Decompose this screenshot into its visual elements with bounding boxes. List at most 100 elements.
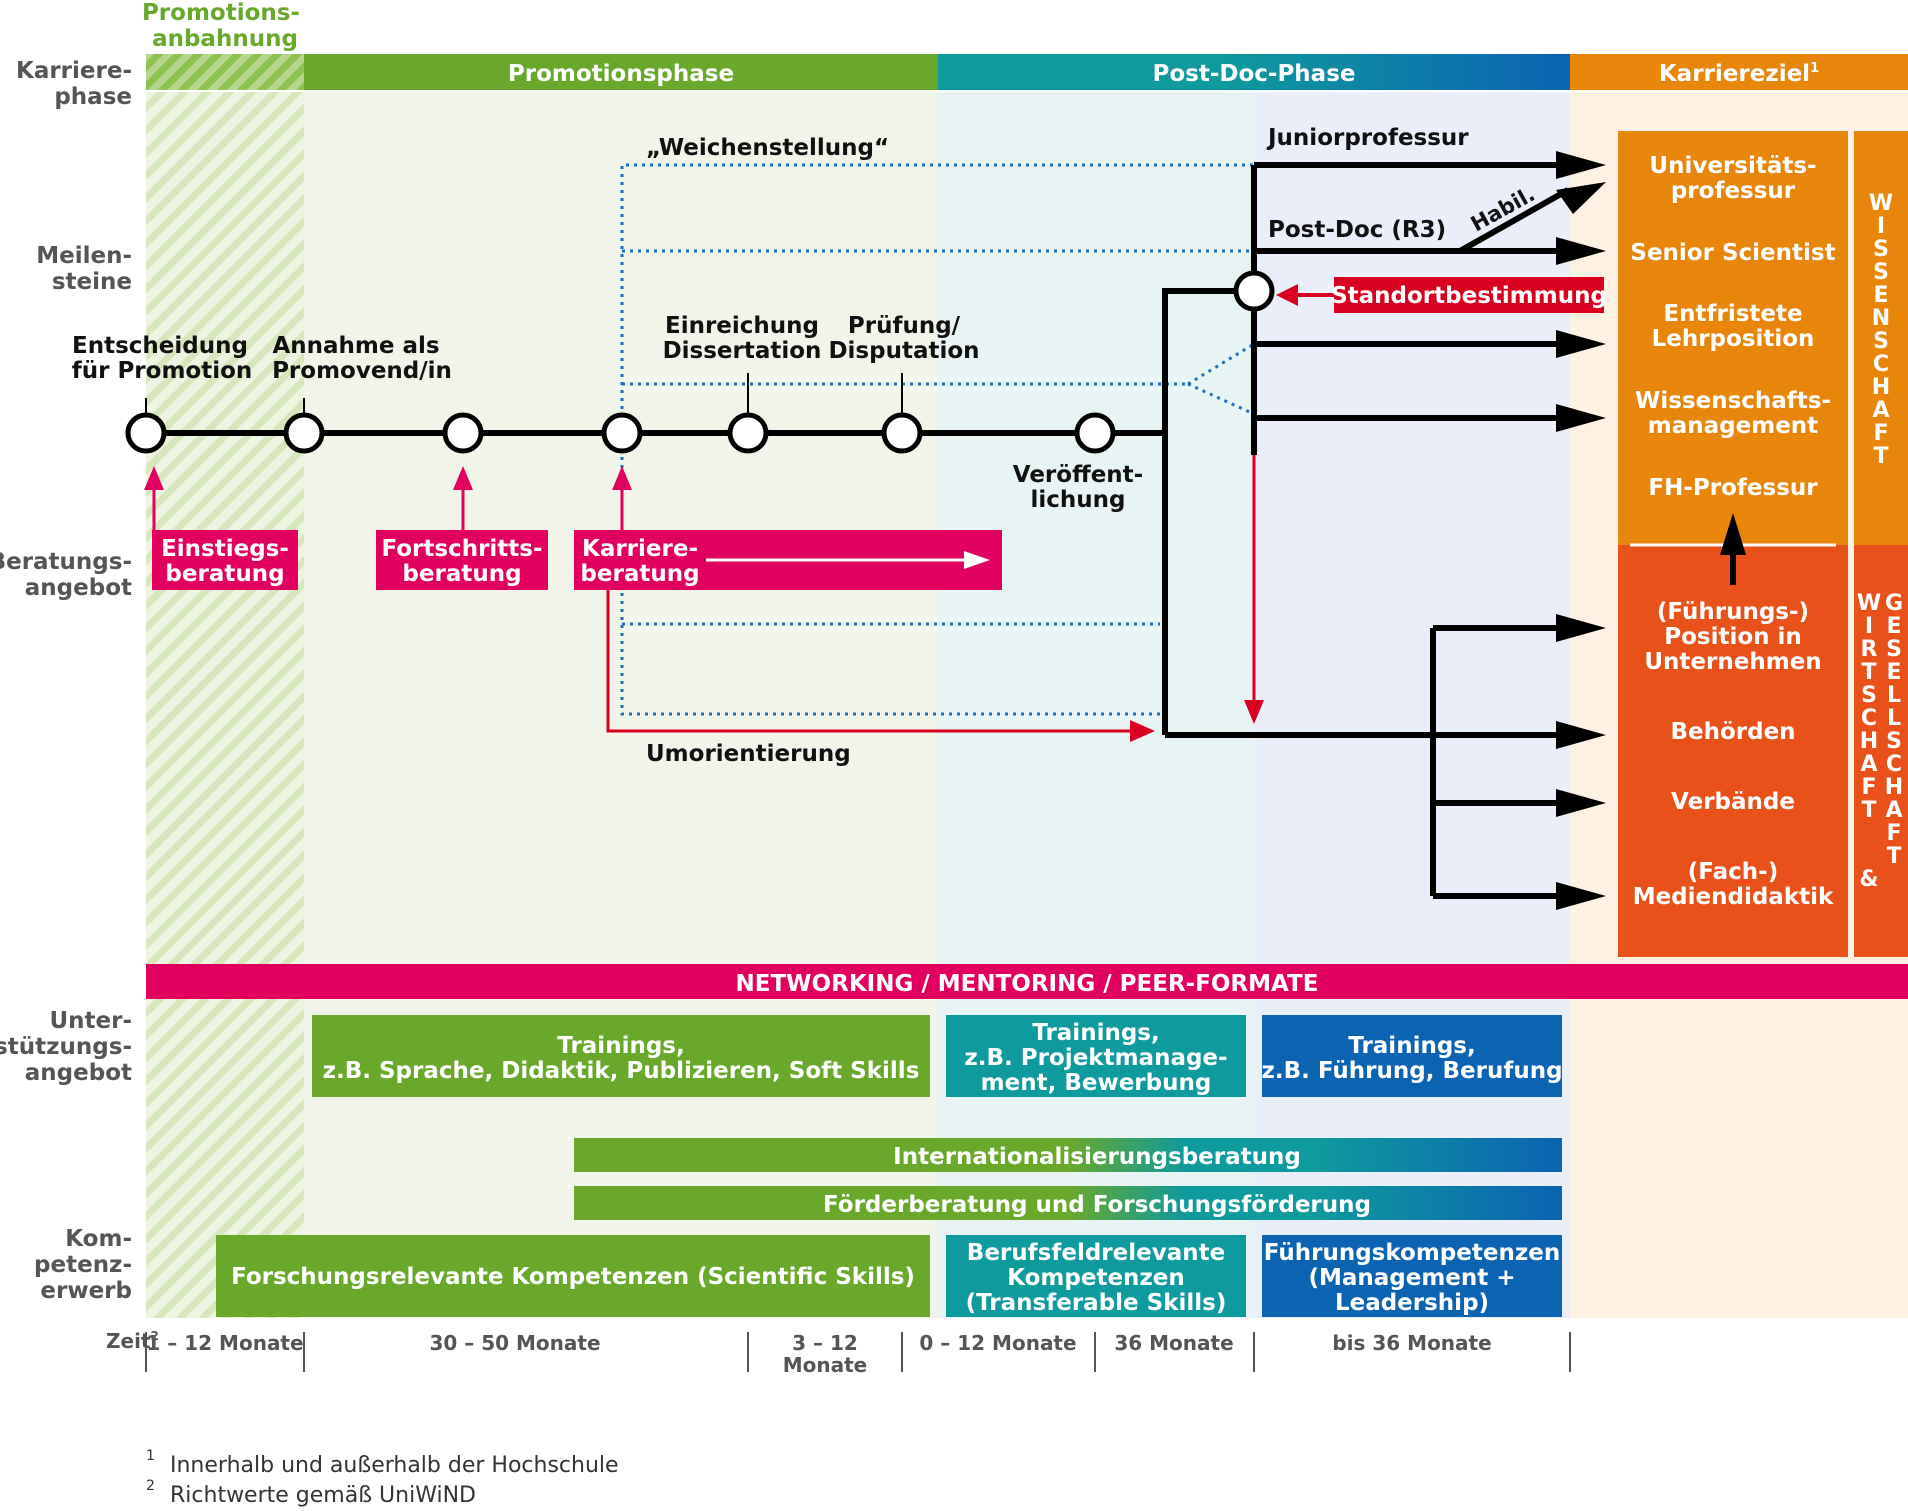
anbahnung-bar	[146, 54, 304, 90]
footnote-1-num: 1	[146, 1448, 155, 1464]
label-umorientierung: Umorientierung	[646, 741, 851, 767]
time-seg-5: 36 Monate	[1114, 1331, 1233, 1355]
label-pruefung: Prüfung/Disputation	[828, 313, 979, 364]
timeline	[146, 162, 1570, 899]
label-veroeffentlichung: Veröffent-lichung	[1013, 462, 1143, 513]
goal-science-box	[1618, 131, 1848, 545]
bg-postdoc2	[1254, 92, 1570, 1318]
side-wirtschaft-bar	[1854, 545, 1908, 957]
goal-fh: FH-Professur	[1648, 475, 1818, 501]
training-postdoc1-box	[946, 1015, 1246, 1097]
arrow-habil	[1556, 182, 1606, 214]
goal-medien: (Fach-)Mediendidaktik	[1633, 859, 1834, 910]
training-promotion-label: Trainings,z.B. Sprache, Didaktik, Publiz…	[323, 1033, 920, 1084]
training-postdoc1-label: Trainings,z.B. Projektmanage-ment, Bewer…	[964, 1020, 1227, 1096]
time-ticks	[145, 1332, 1571, 1372]
footnote-1-text: Innerhalb und außerhalb der Hochschule	[170, 1453, 619, 1478]
label-kompetenz: Kom-petenz-erwerb	[34, 1226, 132, 1304]
goal-senior: Senior Scientist	[1630, 240, 1835, 266]
einstieg-up-head	[144, 466, 164, 490]
scientific-box	[216, 1235, 930, 1317]
label-meilensteine: Meilen-steine	[36, 243, 132, 295]
label-juniorprofessur: Juniorprofessur	[1266, 125, 1469, 151]
goal-wissmgmt: Wissenschafts-management	[1635, 388, 1831, 439]
goal-up-head	[1720, 513, 1746, 555]
fortschritt-label: Fortschritts-beratung	[381, 536, 542, 587]
bg-anbahnung	[146, 92, 304, 1318]
fortschritt-up-head	[453, 466, 473, 490]
training-postdoc2-label: Trainings,z.B. Führung, Berufung	[1261, 1033, 1562, 1084]
time-label: Zeit2	[106, 1329, 159, 1353]
time-seg-4: 0 – 12 Monate	[919, 1331, 1076, 1355]
goal-phase-label: Karriereziel1	[1659, 61, 1819, 87]
path-labels: Juniorprofessur Post-Doc (R3) Habil. Umo…	[646, 125, 1539, 767]
international-bar	[574, 1138, 1562, 1172]
training-postdoc2-box	[1262, 1015, 1562, 1097]
promotion-bar	[304, 54, 938, 90]
label-beratung: Beratungs-angebot	[0, 549, 132, 601]
side-label-ampersand: &	[1859, 867, 1878, 892]
milestone-einreichung	[727, 412, 769, 454]
standortbestimmung: Standortbestimmung	[1276, 277, 1607, 313]
time-axis: Zeit2 1 – 12 Monate 30 – 50 Monate 3 – 1…	[106, 1329, 1571, 1377]
einstieg-box	[152, 530, 298, 590]
anbahnung-label: Promotions- anbahnung	[142, 0, 308, 52]
milestone-karriere	[601, 412, 643, 454]
umorientierung-line	[606, 590, 1130, 733]
milestone-standort	[1233, 270, 1275, 312]
arrow-fuehrung	[1556, 614, 1606, 642]
fortschritt-box	[376, 530, 548, 590]
long-bars: Internationalisierungsberatung Förderber…	[574, 1138, 1562, 1220]
networking-label: NETWORKING / MENTORING / PEER-FORMATE	[736, 971, 1319, 997]
milestone-veroeffentlichung	[1074, 412, 1116, 454]
time-seg-6: bis 36 Monate	[1332, 1331, 1491, 1355]
arrow-senior	[1556, 237, 1606, 265]
karriere-up-head	[612, 466, 632, 490]
promotion-phase-label: Promotionsphase	[508, 61, 734, 87]
arrow-verbaende	[1556, 789, 1606, 817]
time-seg-1: 1 – 12 Monate	[146, 1331, 303, 1355]
milestone-ticks	[145, 373, 903, 415]
label-karrierephase: Karriere-phase	[16, 58, 132, 110]
arrow-medien	[1556, 882, 1606, 910]
arrow-junior	[1556, 151, 1606, 179]
goal-science: Universitäts-professur Senior Scientist …	[1618, 131, 1848, 957]
arrow-wissmgmt	[1556, 404, 1606, 432]
standort-label: Standortbestimmung	[1331, 283, 1607, 309]
karriere-white-arrowhead	[964, 551, 990, 569]
arrow-lehr	[1556, 330, 1606, 358]
foerder-label: Förderberatung und Forschungsförderung	[823, 1192, 1371, 1218]
postdoc-bar	[938, 54, 1570, 90]
label-unterstuetzung: Unter-stützungs-angebot	[0, 1008, 132, 1086]
goal-verbaende: Verbände	[1671, 789, 1795, 815]
umorientierung-head	[1130, 720, 1155, 742]
management-box	[1262, 1235, 1562, 1317]
milestone-pruefung	[881, 412, 923, 454]
footnote-2-num: 2	[146, 1478, 155, 1494]
red-down-arrow	[1244, 455, 1264, 724]
dotted-juniorprof	[620, 163, 1254, 433]
dotted-fork	[1187, 342, 1255, 386]
side-wissenschaft-bar	[1854, 131, 1908, 545]
arrowheads	[1556, 151, 1606, 910]
goal-bar	[1570, 54, 1908, 90]
footnotes: 1 Innerhalb und außerhalb der Hochschule…	[146, 1448, 619, 1508]
scientific-label: Forschungsrelevante Kompetenzen (Scienti…	[231, 1264, 915, 1290]
branch-habil	[1458, 187, 1570, 254]
footnote-2-text: Richtwerte gemäß UniWiND	[170, 1483, 476, 1508]
beratung-boxes: Einstiegs-beratung Fortschritts-beratung…	[144, 466, 1002, 590]
milestones	[125, 270, 1275, 454]
networking-bar	[146, 964, 1908, 999]
umorientierung-path	[606, 590, 1155, 742]
standort-arrowhead	[1276, 284, 1298, 306]
transferable-box	[946, 1235, 1246, 1317]
